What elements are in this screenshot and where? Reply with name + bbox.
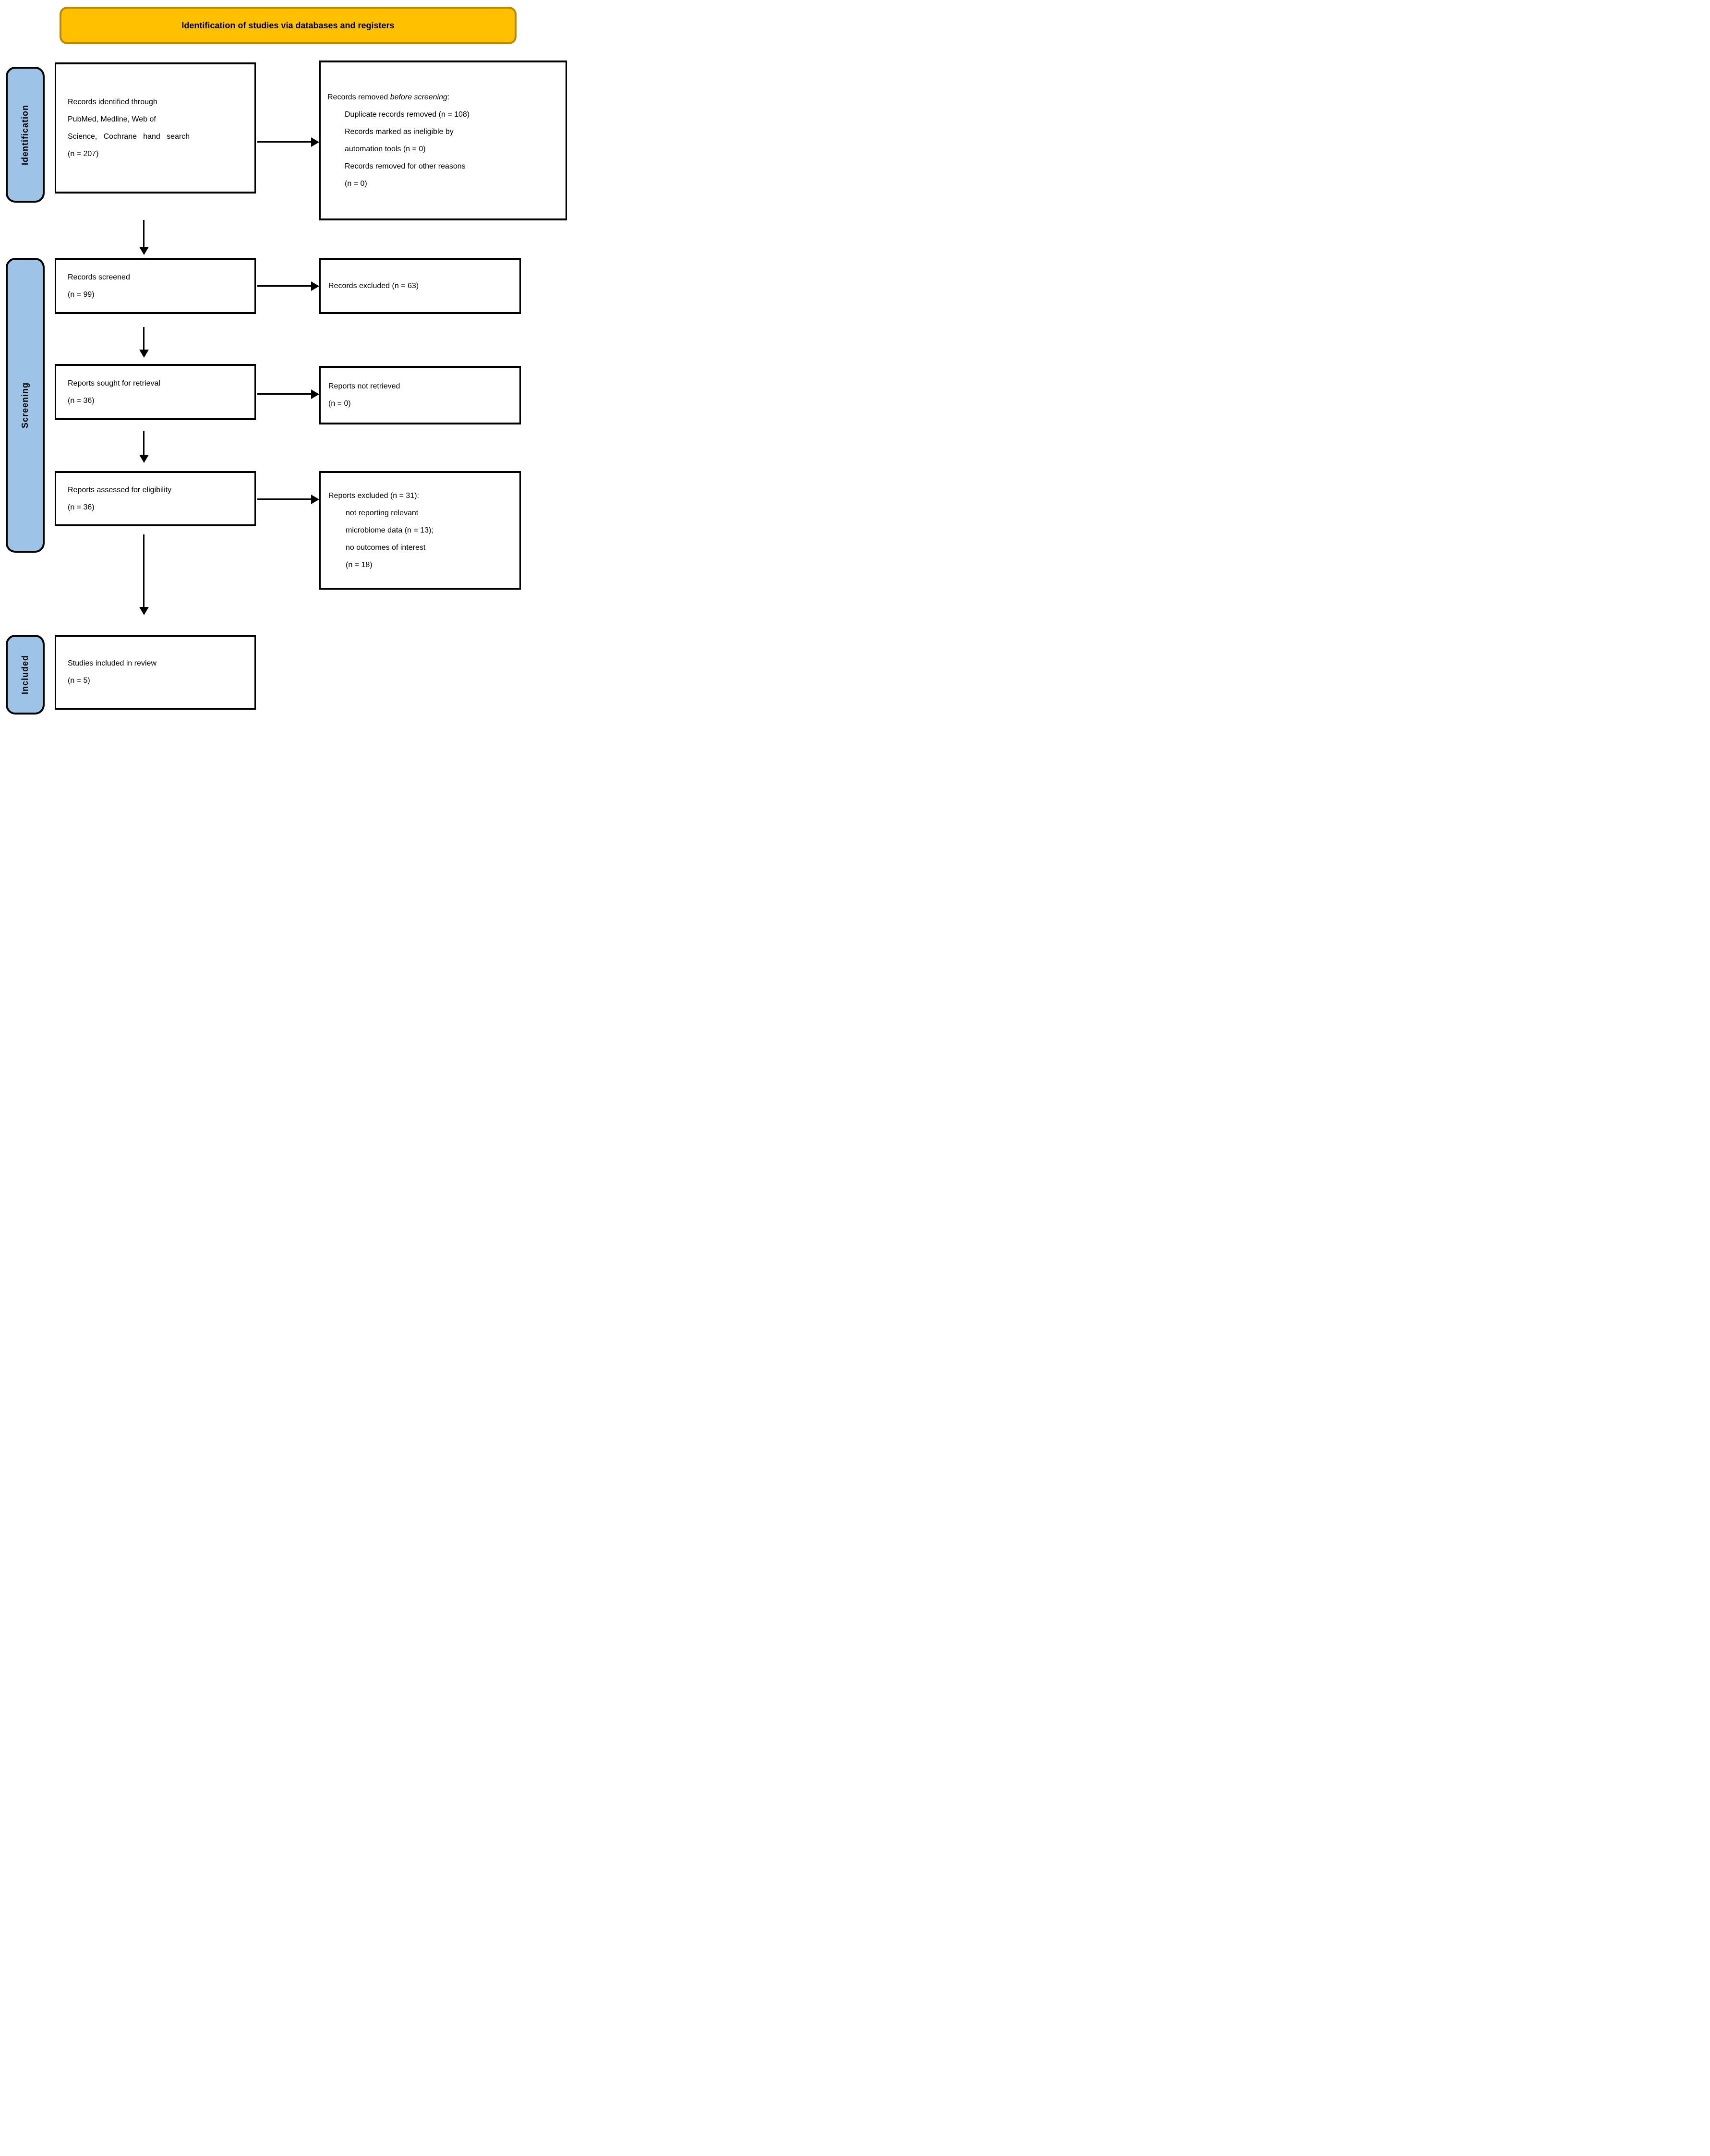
reports-not-retrieved-count: (n = 0)	[328, 400, 351, 408]
box-reports-excluded: Reports excluded (n = 31): not reporting…	[319, 471, 521, 590]
arrow-assessed-to-reports-excluded-head	[311, 495, 319, 504]
arrow-sought-to-not-retrieved-head	[311, 389, 319, 399]
arrow-identified-to-removed-head	[311, 137, 319, 147]
reports-excluded-heading: Reports excluded (n = 31):	[328, 491, 419, 500]
records-identified-line: Records identified through	[68, 97, 157, 106]
arrow-identified-to-screened-line	[143, 220, 145, 247]
records-identified-line: Science, Cochrane hand search	[68, 132, 190, 141]
records-removed-heading-suffix: :	[447, 93, 450, 101]
records-excluded-line: Records excluded (n = 63)	[328, 281, 419, 290]
reports-assessed-count: (n = 36)	[68, 503, 95, 511]
records-screened-count: (n = 99)	[68, 290, 95, 299]
box-reports-assessed: Reports assessed for eligibility (n = 36…	[55, 471, 256, 526]
arrow-sought-to-not-retrieved-line	[257, 393, 312, 395]
box-records-excluded: Records excluded (n = 63)	[319, 258, 521, 314]
reports-excluded-item: microbiome data (n = 13);	[346, 526, 434, 534]
records-removed-heading-prefix: Records removed	[327, 93, 390, 101]
records-identified-count: (n = 207)	[68, 149, 99, 158]
box-records-screened: Records screened (n = 99)	[55, 258, 256, 314]
records-screened-line: Records screened	[68, 273, 130, 281]
reports-sought-count: (n = 36)	[68, 396, 95, 405]
arrow-screened-to-excluded-head	[311, 281, 319, 291]
arrow-identified-to-removed-line	[257, 141, 312, 143]
reports-excluded-item: no outcomes of interest	[346, 543, 426, 552]
prisma-flow-diagram: Identification of studies via databases …	[0, 0, 570, 719]
arrow-screened-to-excluded-line	[257, 285, 312, 287]
reports-excluded-item: not reporting relevant	[346, 509, 419, 517]
stage-label-included: Included	[6, 635, 45, 715]
records-removed-item: automation tools (n = 0)	[345, 145, 426, 153]
records-removed-item: (n = 0)	[345, 179, 367, 188]
studies-included-line: Studies included in review	[68, 659, 157, 667]
box-reports-not-retrieved: Reports not retrieved (n = 0)	[319, 366, 521, 424]
records-removed-heading: Records removed before screening:	[327, 89, 563, 106]
records-removed-item: Records marked as ineligible by	[345, 127, 454, 136]
reports-excluded-item: (n = 18)	[346, 560, 373, 569]
arrow-sought-to-assessed-line	[143, 431, 145, 455]
reports-assessed-line: Reports assessed for eligibility	[68, 485, 172, 494]
box-studies-included: Studies included in review (n = 5)	[55, 635, 256, 710]
title-banner-text: Identification of studies via databases …	[181, 20, 395, 30]
arrow-identified-to-screened-head	[139, 247, 149, 255]
arrow-assessed-to-reports-excluded-line	[257, 498, 312, 500]
arrow-sought-to-assessed-head	[139, 455, 149, 463]
stage-label-screening: Screening	[6, 258, 45, 553]
records-removed-item: Duplicate records removed (n = 108)	[345, 110, 470, 119]
records-removed-heading-italic: before screening	[390, 93, 447, 101]
box-records-identified: Records identified through PubMed, Medli…	[55, 62, 256, 194]
stage-label-identification: Identification	[6, 67, 45, 203]
reports-not-retrieved-line: Reports not retrieved	[328, 382, 400, 390]
records-removed-item: Records removed for other reasons	[345, 162, 466, 170]
studies-included-count: (n = 5)	[68, 677, 90, 685]
arrow-assessed-to-included-line	[143, 534, 145, 607]
stage-label-identification-text: Identification	[20, 104, 30, 165]
box-records-removed: Records removed before screening: Duplic…	[319, 61, 567, 220]
arrow-assessed-to-included-head	[139, 607, 149, 615]
stage-label-screening-text: Screening	[20, 382, 30, 429]
arrow-screened-to-sought-line	[143, 327, 145, 350]
records-identified-line: PubMed, Medline, Web of	[68, 115, 156, 123]
stage-label-included-text: Included	[20, 654, 30, 694]
arrow-screened-to-sought-head	[139, 350, 149, 358]
box-reports-sought: Reports sought for retrieval (n = 36)	[55, 364, 256, 420]
reports-sought-line: Reports sought for retrieval	[68, 379, 160, 388]
title-banner: Identification of studies via databases …	[60, 7, 517, 44]
